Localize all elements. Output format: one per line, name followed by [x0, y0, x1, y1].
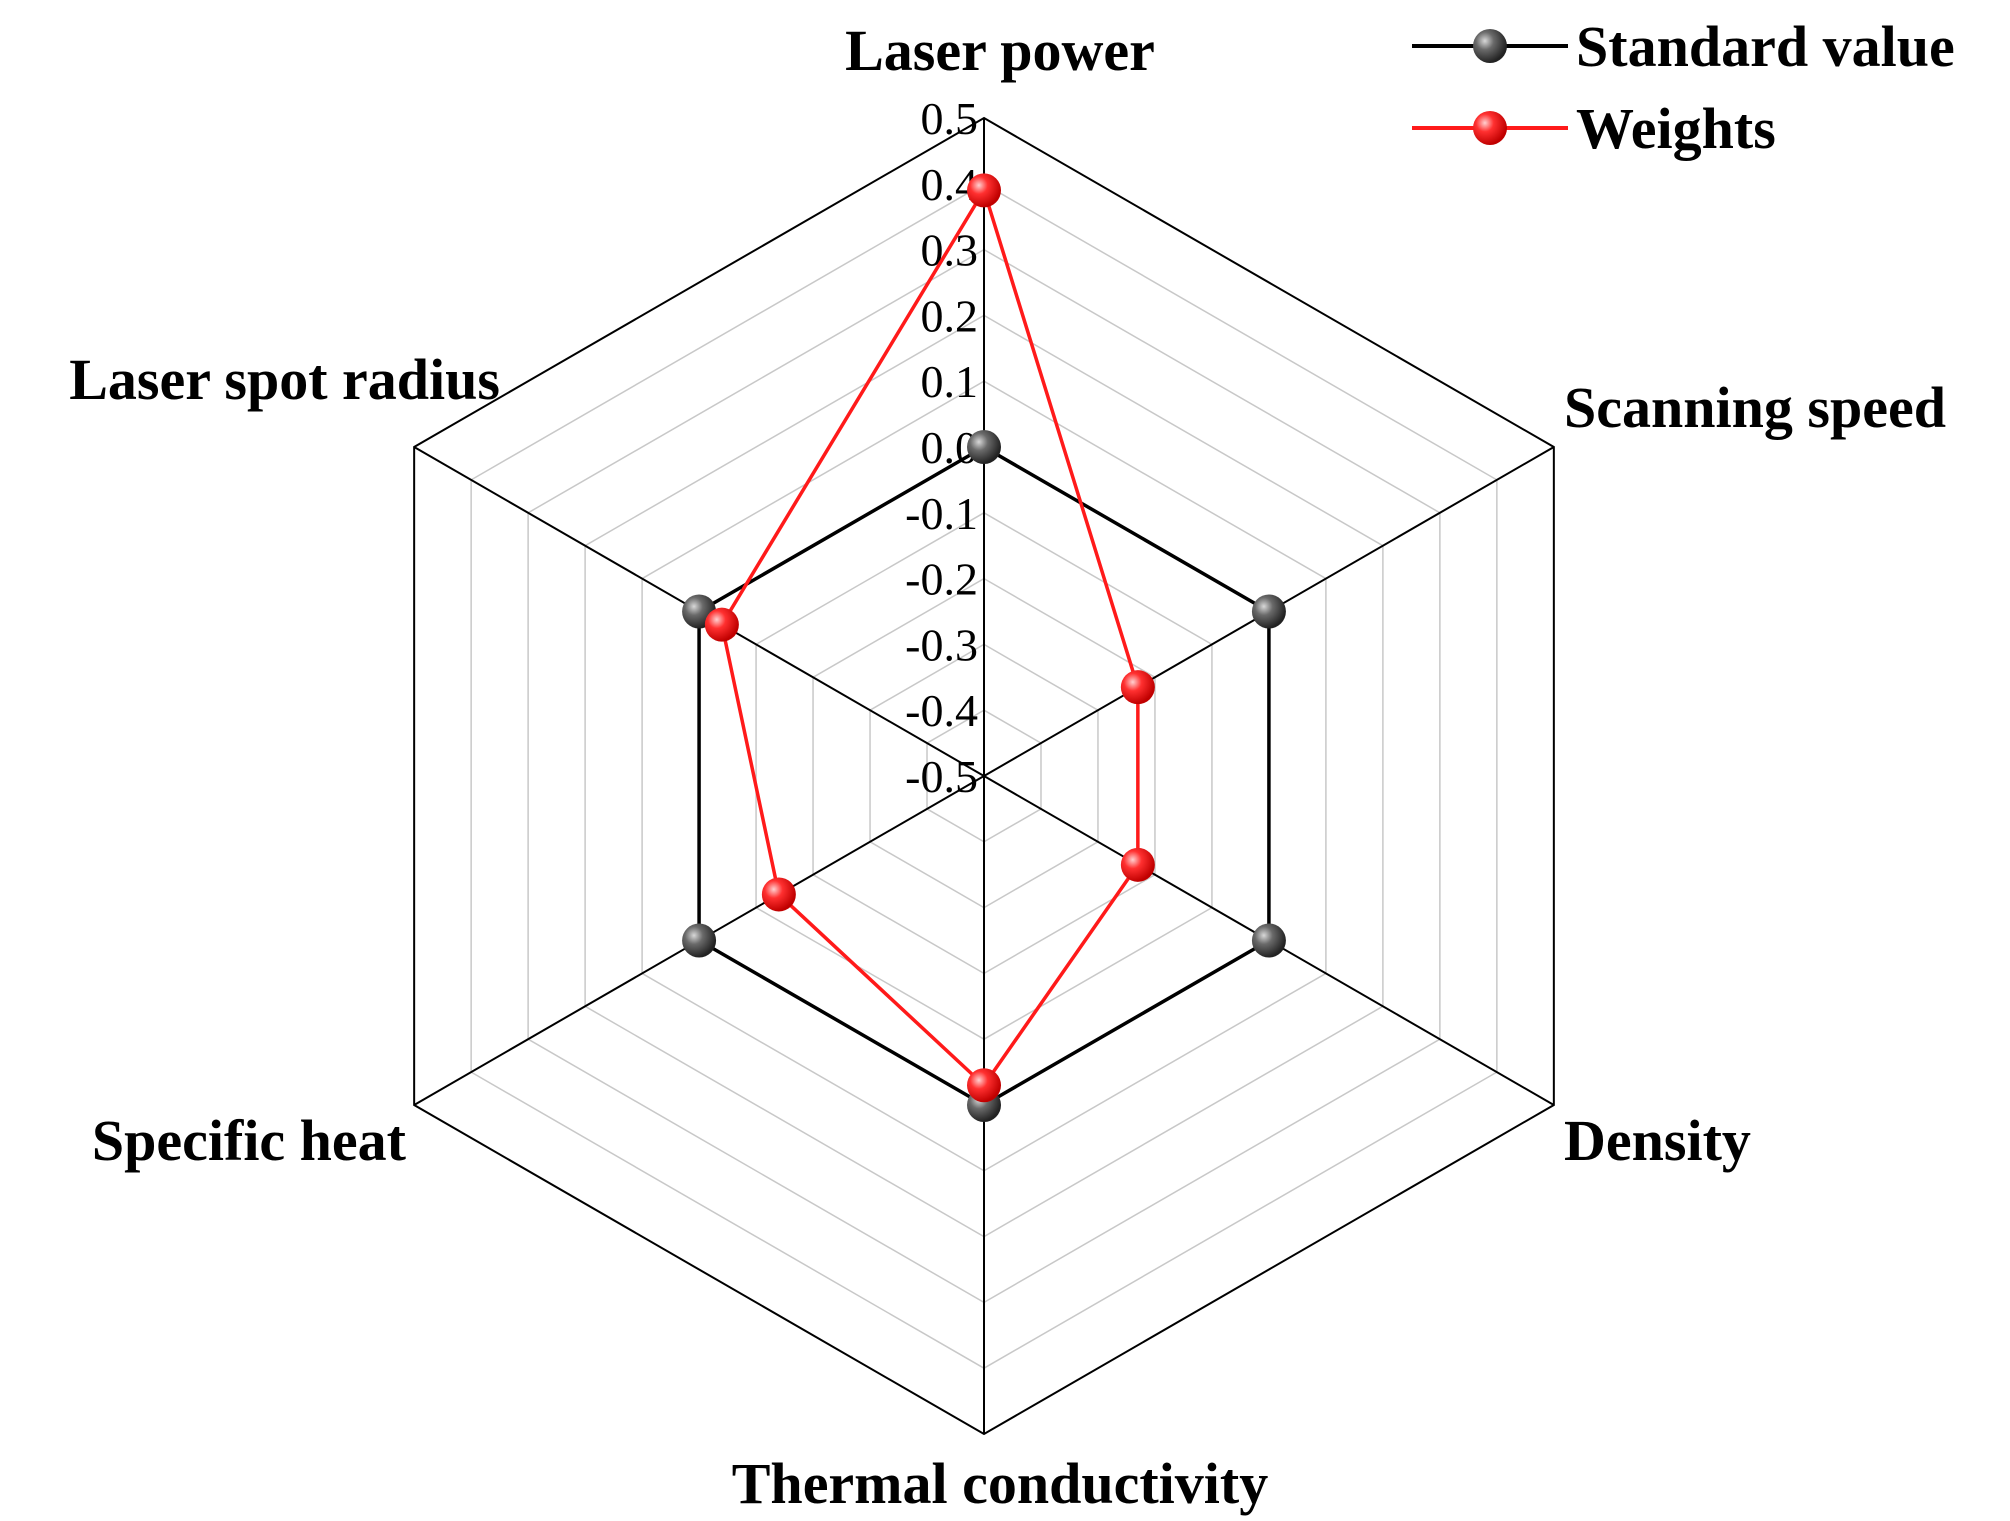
- axis-label: Density: [1564, 1108, 1751, 1173]
- data-point: [1120, 847, 1155, 882]
- data-point: [682, 923, 717, 958]
- data-point: [967, 1068, 1001, 1103]
- data-point: [704, 607, 739, 642]
- tick-label: 0.5: [921, 93, 979, 144]
- data-point: [1251, 594, 1286, 629]
- data-point: [1251, 923, 1286, 958]
- legend-label: Standard value: [1576, 14, 1955, 79]
- legend-label: Weights: [1576, 96, 1776, 161]
- tick-label: -0.3: [905, 619, 978, 670]
- tick-label: -0.1: [905, 488, 978, 539]
- tick-label: -0.4: [905, 685, 978, 736]
- tick-label: -0.2: [905, 554, 978, 605]
- data-point: [967, 173, 1001, 208]
- radial-tick-labels: 0.50.40.30.20.10.0-0.1-0.2-0.3-0.4-0.5: [905, 93, 978, 802]
- legend-swatch-marker: [1473, 111, 1507, 145]
- series-1: [704, 173, 1155, 1103]
- axis-label: Thermal conductivity: [732, 1451, 1268, 1516]
- radar-series: [682, 173, 1286, 1122]
- tick-label: 0.1: [921, 356, 979, 407]
- axis-label: Specific heat: [92, 1108, 407, 1173]
- legend-item: Weights: [1412, 96, 1776, 161]
- legend-swatch-marker: [1473, 29, 1507, 63]
- axis-label: Scanning speed: [1564, 375, 1946, 440]
- data-point: [1120, 670, 1155, 705]
- data-point: [761, 877, 796, 912]
- tick-label: 0.2: [921, 290, 979, 341]
- axis-label: Laser power: [845, 18, 1155, 83]
- tick-label: -0.5: [905, 751, 978, 802]
- legend-item: Standard value: [1412, 14, 1955, 79]
- axis-label: Laser spot radius: [69, 347, 500, 412]
- data-point: [967, 430, 1001, 464]
